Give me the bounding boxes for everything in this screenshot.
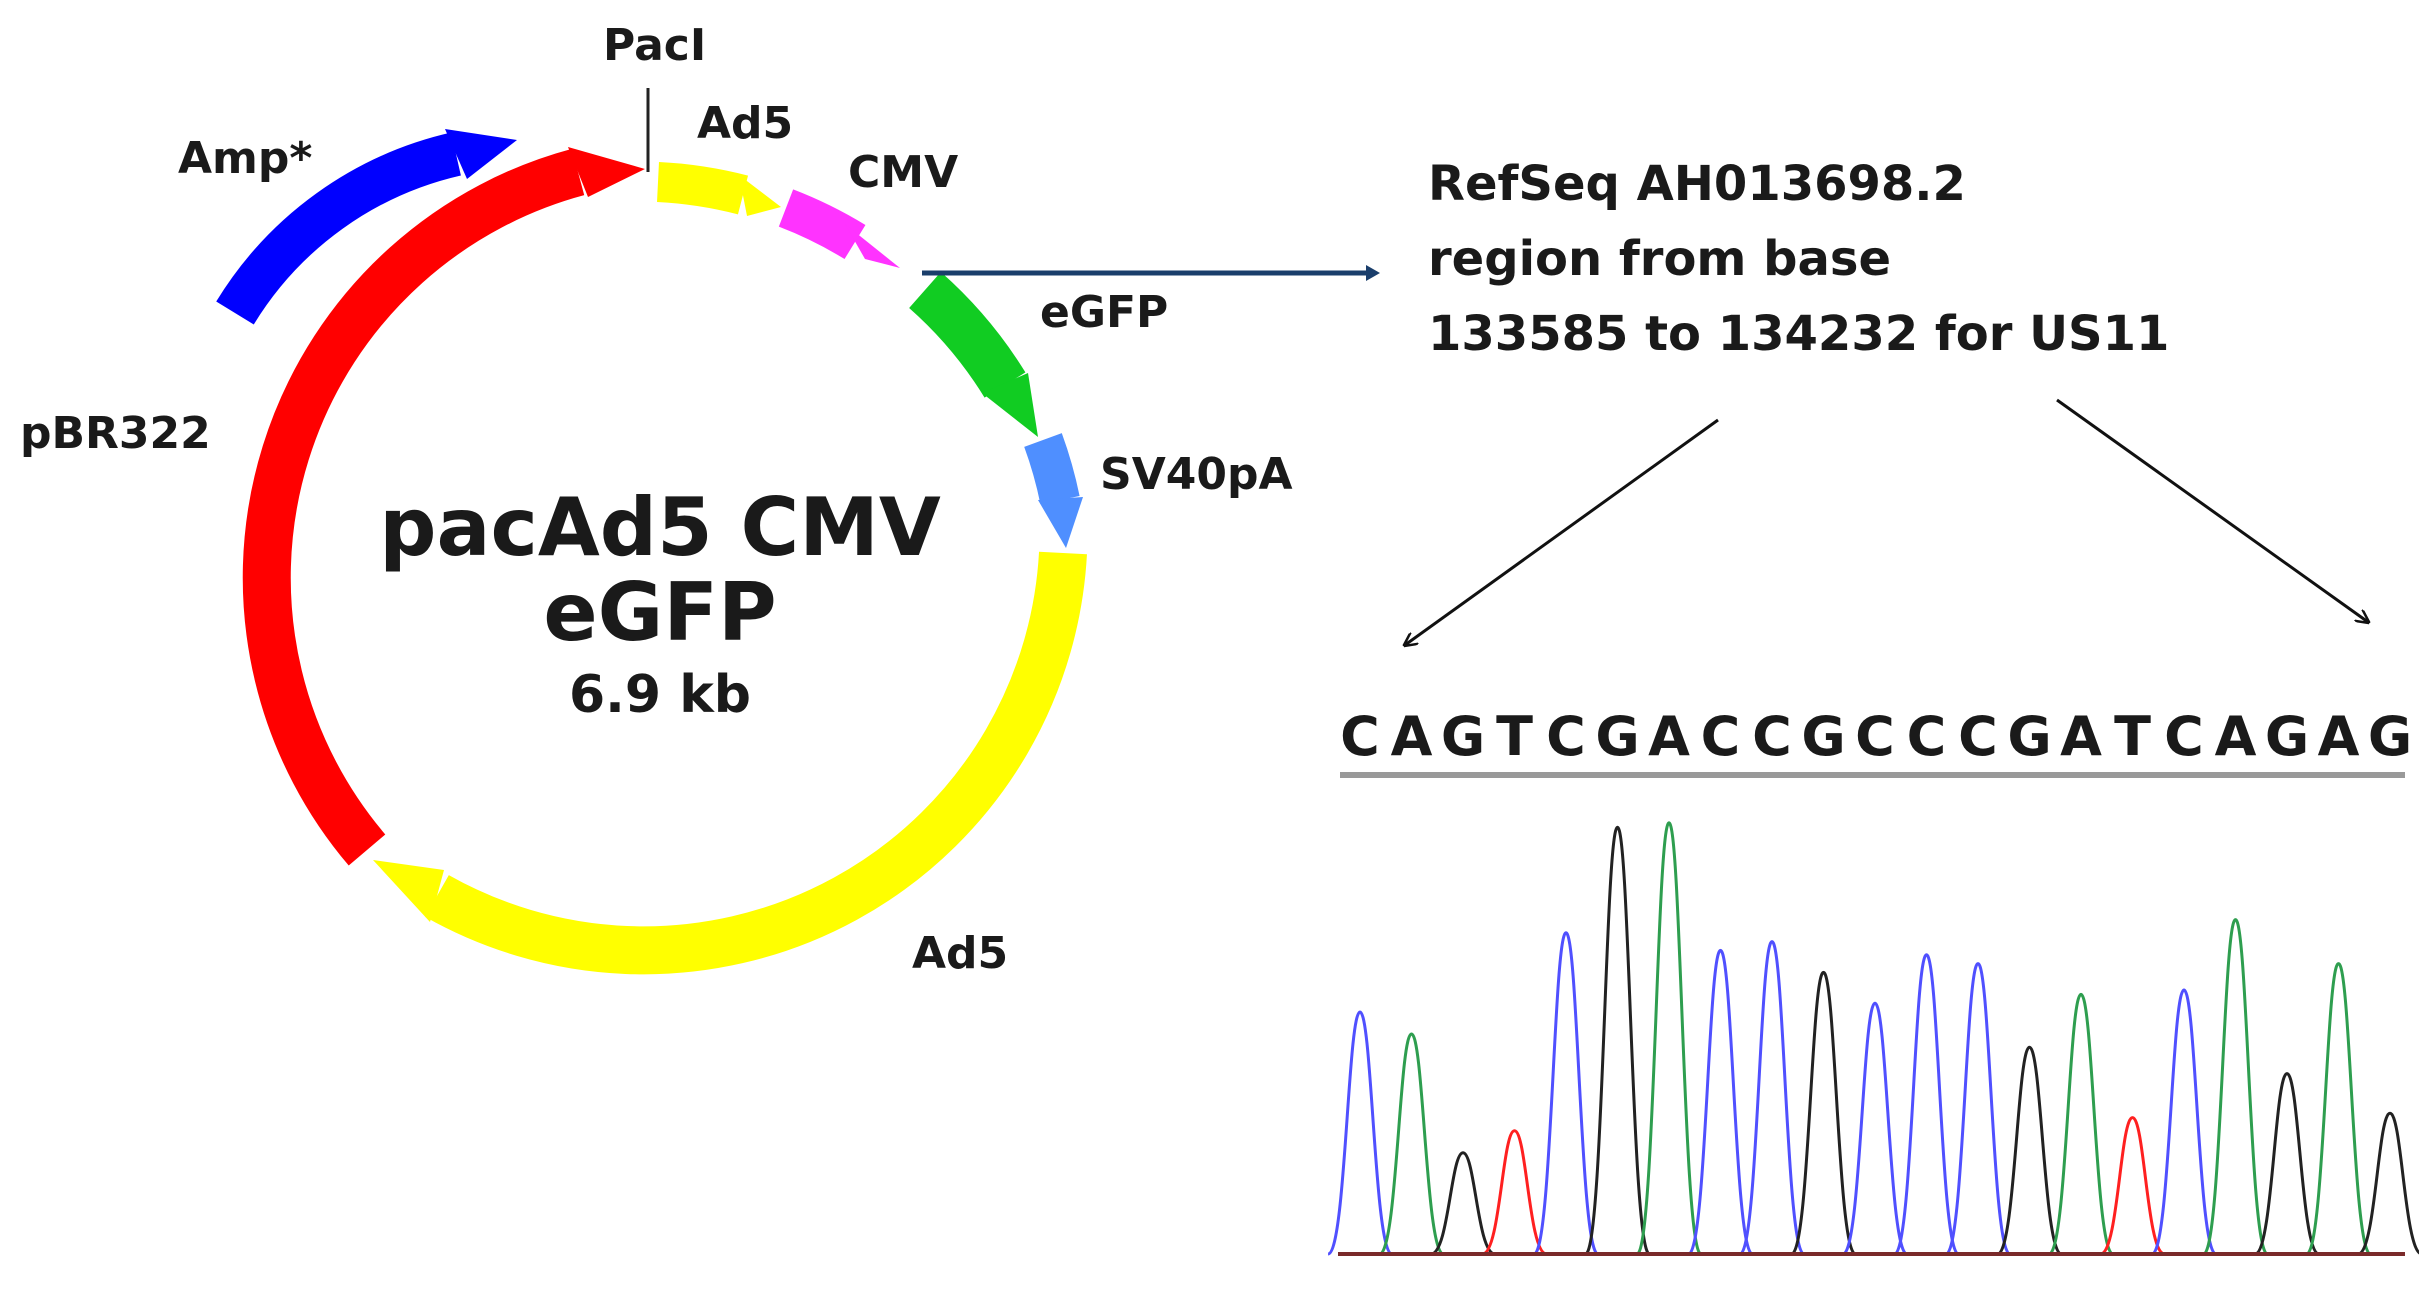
base-call-G: G <box>2007 705 2051 768</box>
plasmid-name-line1: pacAd5 CMV <box>379 481 941 574</box>
cmv-arrowhead <box>845 224 900 268</box>
base-call-A: A <box>1648 705 1690 768</box>
trace-peak-C <box>1893 953 1960 1256</box>
trace-peaks <box>1326 821 2419 1256</box>
trace-peak-C <box>1944 962 2012 1256</box>
ad5-top-arrowhead <box>739 175 781 216</box>
base-call-C: C <box>1855 705 1895 768</box>
base-call-G: G <box>2265 705 2309 768</box>
egfp-arc <box>908 271 1026 398</box>
base-call-T: T <box>2114 705 2151 768</box>
plasmid-map: PacI Ad5 CMV eGFP SV40pA Ad5 pBR322 Amp*… <box>20 20 1293 979</box>
amp-label: Amp* <box>178 133 312 184</box>
base-call-G: G <box>2368 705 2412 768</box>
sv40pa-arc <box>1024 433 1080 505</box>
ad5-main-arrowhead <box>373 860 444 922</box>
base-call-G: G <box>1801 705 1845 768</box>
trace-peak-A <box>1635 821 1703 1256</box>
base-call-G: G <box>1441 705 1485 768</box>
ad5-top-label: Ad5 <box>697 98 793 149</box>
trace-peak-A <box>2305 962 2372 1256</box>
trace-peak-C <box>1687 948 1754 1256</box>
trace-peak-C <box>1738 940 1806 1256</box>
trace-peak-C <box>2150 988 2218 1256</box>
base-call-A: A <box>2318 705 2360 768</box>
insert-pointer-tip <box>1366 265 1380 281</box>
base-call-G: G <box>1595 705 1639 768</box>
sv40pa-arrowhead <box>1038 497 1083 548</box>
plasmid-name-line2: eGFP <box>543 566 776 659</box>
base-call-A: A <box>2060 705 2102 768</box>
cmv-arc <box>778 189 866 260</box>
sv40pa-label: SV40pA <box>1100 449 1293 500</box>
ad5-top-arc <box>656 162 749 215</box>
left-zoom-arrow <box>1405 418 1719 645</box>
insert-note-line1: RefSeq AH013698.2 <box>1428 156 1966 212</box>
trace-peak-C <box>1841 1001 1909 1256</box>
trace-peak-G <box>1430 1151 1496 1256</box>
amp-arrowhead <box>445 129 517 179</box>
trace-peak-C <box>1326 1010 1394 1256</box>
base-call-A: A <box>1391 705 1433 768</box>
insert-note-line2: region from base <box>1428 231 1891 287</box>
trace-peak-G <box>2357 1111 2419 1256</box>
trace-peak-A <box>1378 1032 1445 1256</box>
plasmid-size: 6.9 kb <box>569 665 751 725</box>
trace-peak-C <box>1532 931 1600 1256</box>
insert-note-line3: 133585 to 134232 for US11 <box>1428 306 2169 362</box>
trace-peak-G <box>2254 1072 2320 1256</box>
insert-note: RefSeq AH013698.2 region from base 13358… <box>1428 156 2169 362</box>
pbr322-arrowhead <box>568 147 645 197</box>
trace-peak-A <box>2202 918 2269 1256</box>
base-call-C: C <box>1340 705 1380 768</box>
base-call-C: C <box>1958 705 1998 768</box>
trace-peak-G <box>1584 825 1651 1256</box>
trace-peak-T <box>1481 1129 1548 1256</box>
trace-peak-G <box>1790 970 1857 1256</box>
paci-label: PacI <box>603 20 706 71</box>
pbr322-label: pBR322 <box>20 408 211 459</box>
right-zoom-arrow <box>2056 398 2368 622</box>
cmv-label: CMV <box>848 147 958 198</box>
trace-peak-A <box>2047 992 2115 1256</box>
base-call-C: C <box>1546 705 1586 768</box>
pbr322-arc <box>242 148 585 866</box>
egfp-arrowhead <box>982 373 1038 437</box>
base-call-C: C <box>1752 705 1792 768</box>
base-call-T: T <box>1496 705 1533 768</box>
base-call-C: C <box>2164 705 2204 768</box>
ad5-bottom-label: Ad5 <box>912 928 1008 979</box>
base-call-A: A <box>2215 705 2257 768</box>
trace-peak-G <box>1996 1045 2063 1256</box>
trace-peak-T <box>2099 1116 2166 1256</box>
base-call-C: C <box>1907 705 1947 768</box>
amp-arrow <box>216 132 462 325</box>
ad5-main-arc <box>425 551 1087 975</box>
base-call-C: C <box>1701 705 1741 768</box>
egfp-label: eGFP <box>1040 287 1168 338</box>
